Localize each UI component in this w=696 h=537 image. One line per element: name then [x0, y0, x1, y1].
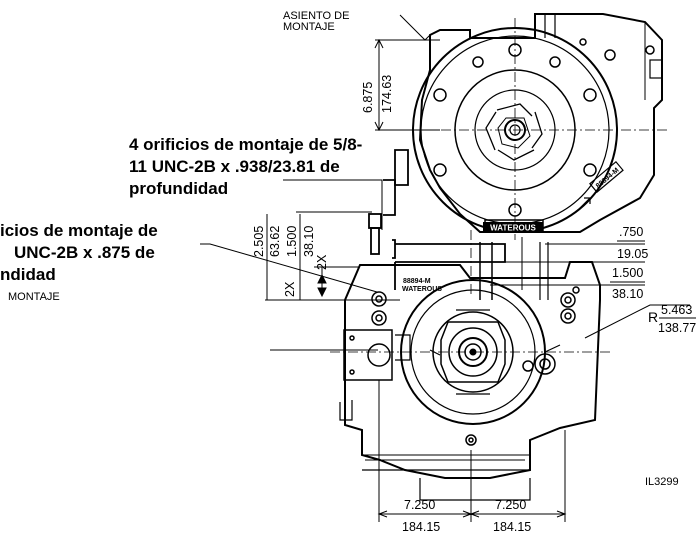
bottom-left-in: 7.250 — [404, 498, 435, 512]
figure-id: IL3299 — [645, 476, 679, 488]
other-holes-label-1: icios de montaje de — [0, 221, 158, 240]
qty-2x-a: 2X — [315, 254, 329, 270]
offset-b-in: 1.500 — [612, 266, 643, 280]
dimension-lines — [200, 14, 690, 522]
hole-spacing-b-in: 1.500 — [285, 226, 299, 257]
montaje-cut-label: MONTAJE — [8, 291, 60, 303]
other-holes-label-2: UNC-2B x .875 de — [14, 243, 155, 262]
four-holes-label-1: 4 orificios de montaje de 5/8- — [129, 135, 362, 154]
radius-prefix: R — [648, 309, 658, 325]
mounting-holes-lower — [371, 286, 580, 446]
bottom-right-in: 7.250 — [495, 498, 526, 512]
mounting-seat-label-1: ASIENTO DE — [283, 10, 349, 22]
rotation-arrow — [575, 197, 591, 213]
part-number-text: 88894-M — [403, 278, 431, 285]
impeller — [485, 103, 543, 161]
seat-height-in: 6.875 — [361, 82, 375, 113]
four-holes-label-2: 11 UNC-2B x .938/23.81 de — [129, 157, 340, 176]
hole-spacing-a-in: 2.505 — [252, 226, 266, 257]
bottom-left-mm: 184.15 — [402, 520, 440, 534]
qty-2x-b: 2X — [283, 281, 297, 297]
bottom-right-mm: 184.15 — [493, 520, 531, 534]
volute-centerlines — [405, 18, 670, 240]
gearbox-body — [339, 261, 601, 501]
offset-a-in: .750 — [619, 225, 643, 239]
brand-plate: WATEROUS — [483, 222, 543, 233]
radius-in: 5.463 — [661, 303, 692, 317]
volute-bolt-holes — [433, 38, 655, 217]
casting-brand-text: WATEROUS — [402, 286, 442, 293]
radius-mm: 138.77 — [658, 321, 696, 335]
hole-spacing-b-mm: 38.10 — [302, 226, 316, 257]
seat-height-mm: 174.63 — [380, 75, 394, 113]
hole-spacing-a-mm: 63.62 — [268, 226, 282, 257]
four-holes-label-3: profundidad — [129, 179, 228, 198]
other-holes-label-3: ndidad — [0, 265, 56, 284]
fraction-bars — [400, 240, 696, 515]
side-ports — [343, 329, 556, 381]
offset-b-mm: 38.10 — [612, 287, 643, 301]
pump-volute — [412, 13, 663, 233]
offset-a-mm: 19.05 — [617, 247, 648, 261]
brand-plate-text: WATEROUS — [490, 224, 536, 233]
mounting-seat-label-2: MONTAJE — [283, 21, 335, 33]
